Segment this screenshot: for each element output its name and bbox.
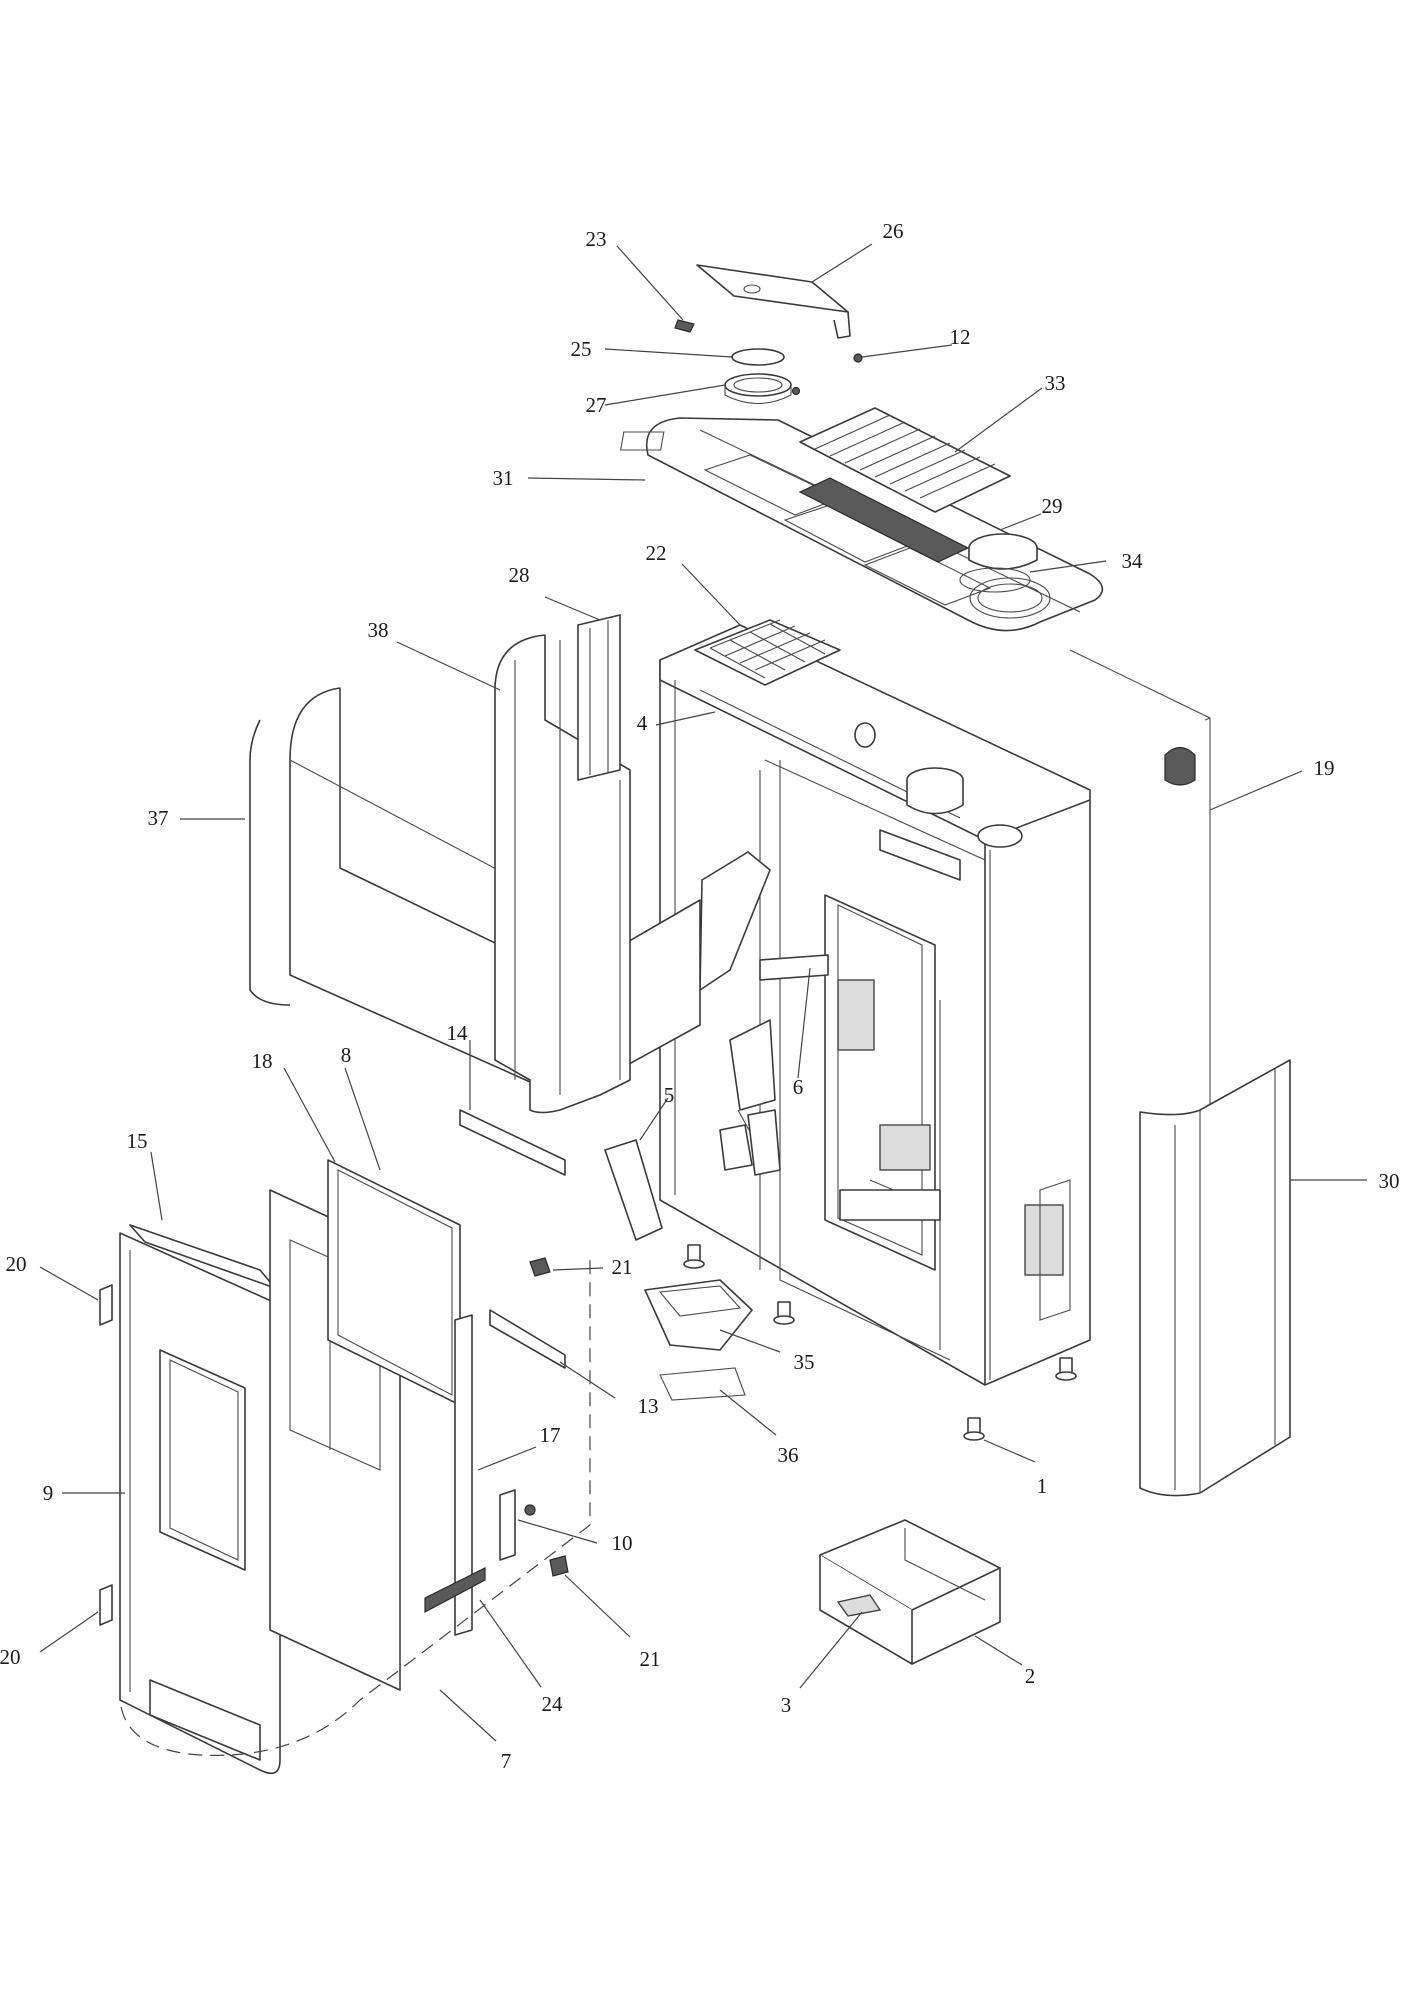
- callout-38: 38: [368, 618, 389, 642]
- callout-20-bottom: 20: [0, 1645, 21, 1669]
- combustion-fan: [854, 722, 1023, 881]
- leader-lines: [39, 243, 1367, 1742]
- callout-30: 30: [1379, 1169, 1400, 1193]
- callout-23: 23: [586, 227, 607, 251]
- door-spring-22: [424, 1567, 486, 1613]
- callout-21-top: 21: [612, 1255, 633, 1279]
- chute-5: [604, 1139, 663, 1241]
- callout-26: 26: [883, 219, 904, 243]
- callout-21-bottom: 21: [640, 1647, 661, 1671]
- screw-12: [791, 353, 863, 396]
- feeder-auger: [699, 851, 781, 1180]
- rear-post-28: [577, 614, 621, 781]
- callout-27: 27: [586, 393, 607, 417]
- callout-12: 12: [950, 325, 971, 349]
- callout-33: 33: [1045, 371, 1066, 395]
- callout-28: 28: [509, 563, 530, 587]
- callout-24: 22: [646, 541, 667, 565]
- callout-3: 3: [781, 1693, 792, 1717]
- feet: [683, 1244, 1077, 1441]
- top-cover-plate: [696, 264, 851, 339]
- right-side-panel-19: [1069, 649, 1211, 1105]
- callout-25: 25: [571, 337, 592, 361]
- right-front-panel-30: [1139, 1059, 1291, 1497]
- mounting-bar-14: [459, 1109, 566, 1176]
- door-gasket-17: [399, 1314, 473, 1690]
- smoke-collar-ring: [724, 348, 792, 404]
- hinge-20: [99, 1284, 113, 1626]
- callout-10: 10: [612, 1531, 633, 1555]
- top-grille: [798, 407, 1011, 563]
- callout-20-top: 20: [6, 1252, 27, 1276]
- fire-grate: [694, 619, 841, 686]
- callout-14: 14: [447, 1021, 469, 1045]
- callout-34: 34: [1122, 549, 1144, 573]
- callout-15: 15: [127, 1129, 148, 1153]
- door-bracket-13: [489, 1309, 566, 1369]
- callout-5: 5: [664, 1083, 675, 1107]
- callout-17: 17: [540, 1423, 561, 1447]
- door-outline-7: [119, 1245, 591, 1756]
- callout-1: 1: [1037, 1474, 1048, 1498]
- callout-2: 2: [1025, 1664, 1036, 1688]
- top-cover-bracket: [674, 319, 695, 333]
- burner-pot: [644, 1279, 753, 1401]
- callout-37: 37: [148, 806, 169, 830]
- ash-drawer: [819, 1519, 1001, 1665]
- callout-7: 7: [501, 1749, 512, 1773]
- callout-6: 6: [793, 1075, 804, 1099]
- callout-35: 35: [794, 1350, 815, 1374]
- callout-36: 36: [778, 1443, 799, 1467]
- callout-18: 18: [252, 1049, 273, 1073]
- side-bracket-6: [759, 954, 875, 1051]
- interior-blocks: [839, 1124, 941, 1221]
- callout-31: 31: [493, 466, 514, 490]
- callout-4: 4: [637, 711, 648, 735]
- callout-13: 13: [638, 1394, 659, 1418]
- callout-29: 29: [1042, 494, 1063, 518]
- door-frame-9: [119, 1232, 281, 1775]
- callout-9: 9: [43, 1481, 54, 1505]
- callout-22: 24: [542, 1692, 564, 1716]
- callout-8: 8: [341, 1043, 352, 1067]
- callout-19: 19: [1314, 756, 1335, 780]
- side-shell-37: [249, 687, 701, 1095]
- latch-21: [529, 1257, 569, 1577]
- callout-labels: 23 26 12 25 27 33 31 29 34 22 28 38 4 19…: [0, 219, 1400, 1773]
- door-handle-10: [499, 1489, 536, 1561]
- round-cap: [959, 533, 1038, 593]
